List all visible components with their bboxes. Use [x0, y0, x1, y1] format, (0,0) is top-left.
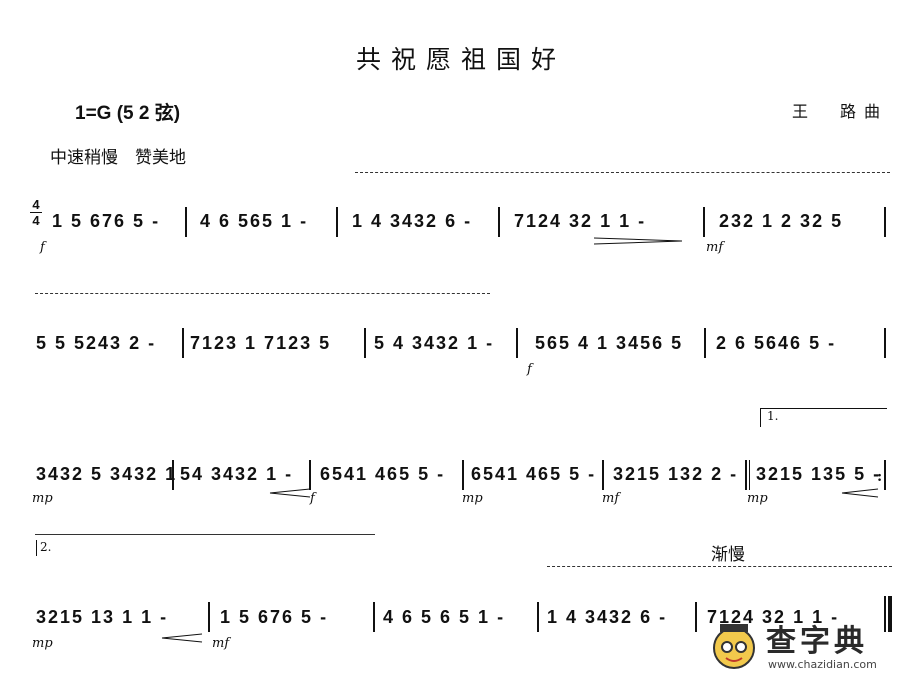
decrescendo-hairpin	[594, 237, 683, 245]
measure: 7124 32 1 1 -	[707, 607, 840, 627]
key-signature: 1=G (5 2 弦)	[75, 103, 181, 124]
watermark-url: www.chazidian.com	[768, 658, 877, 671]
time-signature-top: 4	[32, 197, 40, 212]
dynamic-mark: mf	[706, 240, 724, 255]
crescendo-hairpin	[269, 488, 311, 498]
dynamic-mark: mp	[462, 491, 483, 506]
tempo-change-marking: 渐慢	[711, 545, 745, 565]
measure: 7123 1 7123 5	[190, 333, 332, 353]
dynamic-mark: mf	[212, 636, 230, 651]
mascot-logo-icon	[713, 624, 755, 669]
composer-credit: 王 路曲	[792, 102, 889, 121]
measure: 565 4 1 3456 5	[535, 333, 684, 353]
measure: 4 6 5 6 5 1 -	[383, 607, 506, 627]
dynamic-mark: mf	[602, 491, 620, 506]
measure: 6541 465 5 -	[320, 464, 446, 484]
measure: 7124 32 1 1 -	[514, 211, 647, 231]
bowing-guide-line	[547, 566, 892, 567]
first-ending-bracket: 1.	[760, 408, 887, 427]
crescendo-hairpin	[161, 633, 203, 643]
repeat-sign: :	[877, 469, 883, 485]
tempo-marking: 中速稍慢 赞美地	[50, 148, 186, 168]
measure: 4 6 565 1 -	[200, 211, 309, 231]
dynamic-mark: mp	[32, 636, 53, 651]
measure: 5 5 5243 2 -	[36, 333, 157, 353]
measure: 6541 465 5 -	[471, 464, 597, 484]
bowing-guide-line	[355, 172, 890, 173]
site-watermark: 查字典 www.chazidian.com	[708, 616, 908, 678]
measure: 1 4 3432 6 -	[547, 607, 668, 627]
dynamic-mark: f	[527, 362, 532, 377]
bowing-guide-line	[35, 534, 375, 535]
dynamic-mark: f	[40, 240, 45, 255]
dynamic-mark: mp	[32, 491, 53, 506]
bowing-guide-line	[35, 293, 490, 294]
measure: 2 6 5646 5 -	[716, 333, 837, 353]
measure: 1 4 3432 6 -	[352, 211, 473, 231]
measure: 54 3432 1 -	[180, 464, 294, 484]
dynamic-mark: mp	[747, 491, 768, 506]
time-signature: 4 4	[30, 198, 42, 227]
measure: 3432 5 3432 1	[36, 464, 178, 484]
watermark-text: 查字典	[766, 624, 868, 659]
measure: 3215 135 5 -	[756, 464, 882, 484]
measure: 1 5 676 5 -	[220, 607, 329, 627]
time-signature-bottom: 4	[32, 213, 40, 228]
measure: 1 5 676 5 -	[52, 211, 161, 231]
measure: 232 1 2 32 5	[719, 211, 844, 231]
page-title: 共祝愿祖国好	[355, 45, 566, 74]
dynamic-mark: f	[310, 491, 315, 506]
second-ending-bracket: 2.	[36, 540, 51, 556]
measure: 3215 132 2 -	[613, 464, 739, 484]
crescendo-hairpin	[841, 488, 879, 498]
measure: 5 4 3432 1 -	[374, 333, 495, 353]
measure: 3215 13 1 1 -	[36, 607, 169, 627]
